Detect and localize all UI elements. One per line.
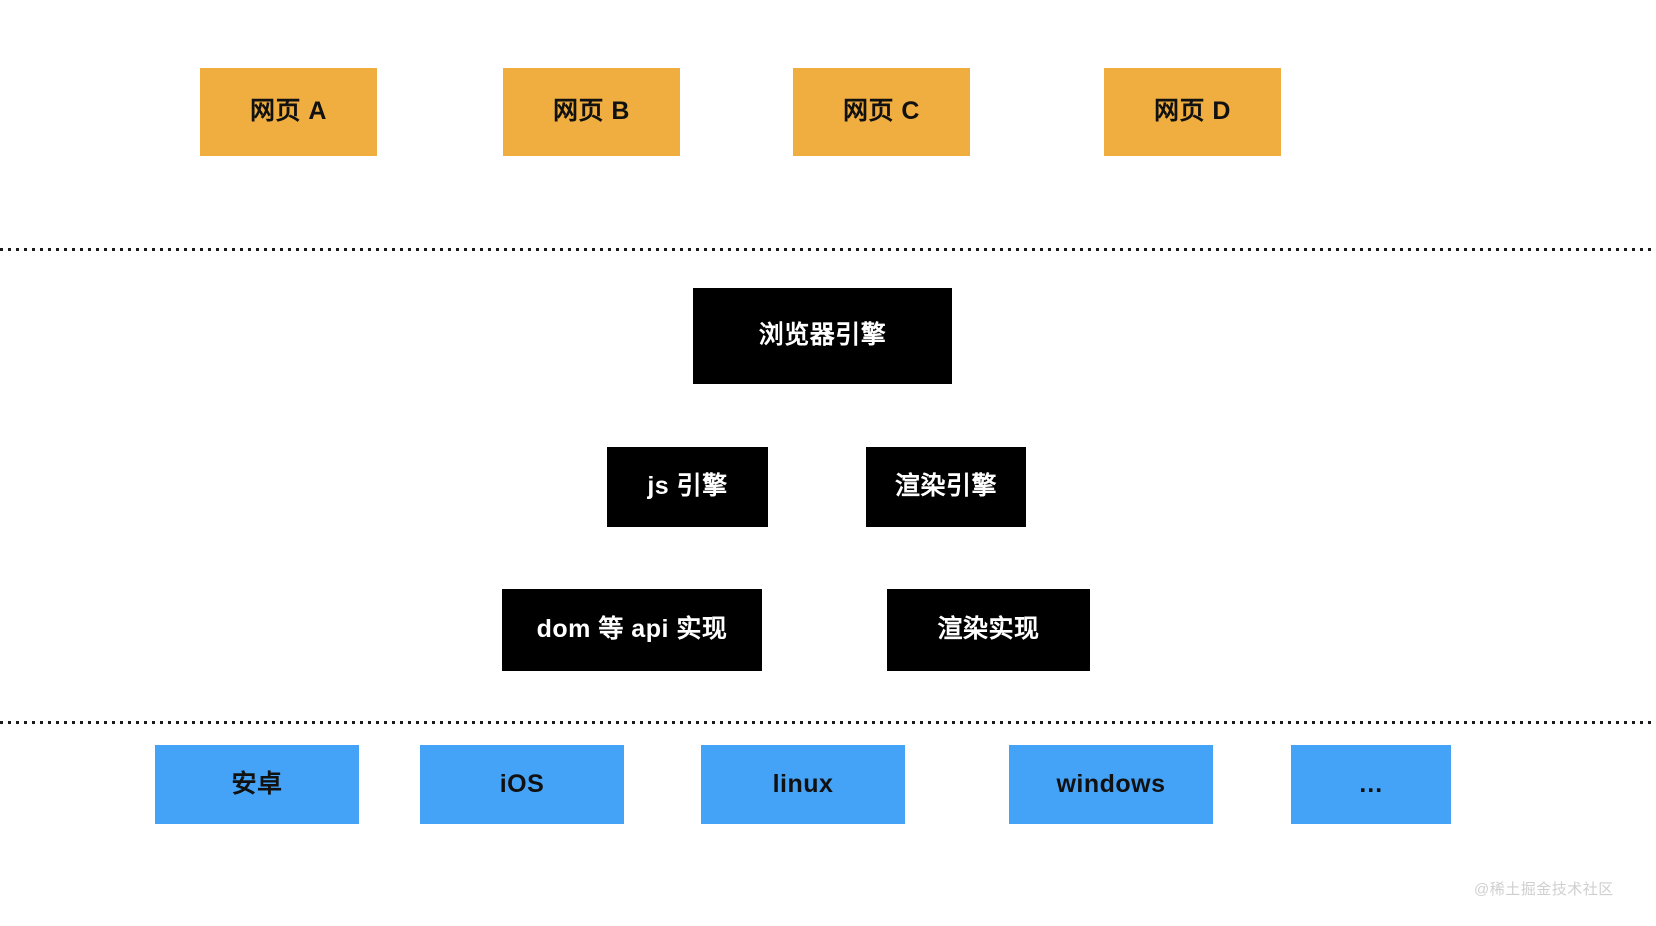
node-render-impl: 渲染实现 bbox=[887, 589, 1090, 671]
node-render-engine: 渲染引擎 bbox=[866, 447, 1026, 527]
watermark: @稀土掘金技术社区 bbox=[1474, 881, 1614, 898]
node-os-other: … bbox=[1291, 745, 1451, 824]
node-os-windows: windows bbox=[1009, 745, 1213, 824]
divider-bottom bbox=[0, 721, 1656, 724]
node-os-ios: iOS bbox=[420, 745, 624, 824]
divider-top bbox=[0, 248, 1656, 251]
node-js-engine: js 引擎 bbox=[607, 447, 768, 527]
node-dom-api-impl: dom 等 api 实现 bbox=[502, 589, 762, 671]
node-os-android: 安卓 bbox=[155, 745, 359, 824]
node-browser-engine: 浏览器引擎 bbox=[693, 288, 952, 384]
node-page-b: 网页 B bbox=[503, 68, 680, 156]
node-page-a: 网页 A bbox=[200, 68, 377, 156]
node-page-c: 网页 C bbox=[793, 68, 970, 156]
node-page-d: 网页 D bbox=[1104, 68, 1281, 156]
node-os-linux: linux bbox=[701, 745, 905, 824]
